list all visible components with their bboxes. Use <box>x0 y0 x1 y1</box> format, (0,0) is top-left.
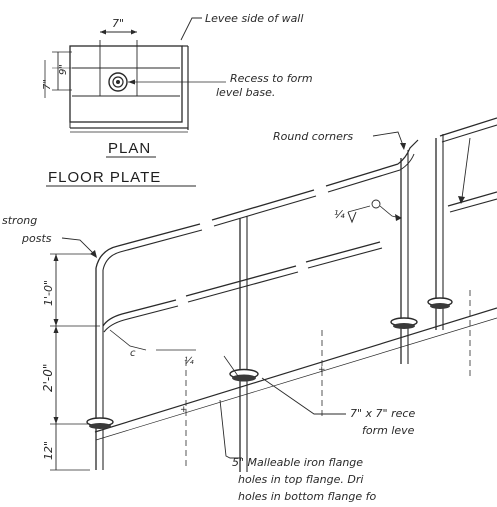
middle-rail-height-dimension: 2'-0" <box>41 364 55 392</box>
levee-side-label: Levee side of wall <box>205 12 303 25</box>
recess-label-line1: Recess to form <box>230 72 313 85</box>
svg-text:c: c <box>130 348 136 359</box>
recess-base-label-line1: 7" x 7" rece <box>350 407 415 420</box>
post-4 <box>427 134 453 330</box>
floor-plate-plan: 7" 7" 9" Levee side of wall Recess to fo… <box>42 12 313 187</box>
wall-top-edge <box>94 307 497 433</box>
plan-title: PLAN <box>108 140 151 157</box>
post-1 <box>86 268 114 470</box>
svg-text:+: + <box>318 365 326 375</box>
post-3 <box>390 150 418 364</box>
svg-text:+: + <box>180 405 188 415</box>
round-corners-label: Round corners <box>273 130 353 143</box>
recess-circle-outer <box>108 72 128 92</box>
flange-label-line1: 5" Malleable iron flange <box>232 456 363 469</box>
middle-rail <box>102 191 497 333</box>
railing-perspective: + + Round corners ¼ strong posts 1'-0" 2… <box>2 117 497 503</box>
upper-rail-spacing-dimension: 1'-0" <box>42 280 55 306</box>
posts-label: posts <box>21 232 52 245</box>
embed-depth-dimension: 12" <box>42 441 55 460</box>
floor-plate-outline <box>69 45 183 123</box>
recess-circle-inner <box>112 76 124 88</box>
post-2 <box>229 216 259 472</box>
weld-symbol-middle: ¼ <box>184 355 194 367</box>
flange-label-line2: holes in top flange. Dri <box>238 473 363 486</box>
strong-label: strong <box>2 214 37 227</box>
plate-width-dimension: 7" <box>112 17 124 30</box>
flange-label-line3: holes in bottom flange fo <box>238 490 376 503</box>
recess-base-label-line2: form leve <box>362 424 415 437</box>
plate-inner-dimension: 9" <box>58 64 69 75</box>
weld-symbol-top: ¼ <box>334 208 345 221</box>
plate-height-dimension: 7" <box>42 79 53 90</box>
recess-label-line2: level base. <box>216 86 275 99</box>
floor-plate-title: FLOOR PLATE <box>48 169 161 186</box>
top-rail <box>95 117 497 271</box>
